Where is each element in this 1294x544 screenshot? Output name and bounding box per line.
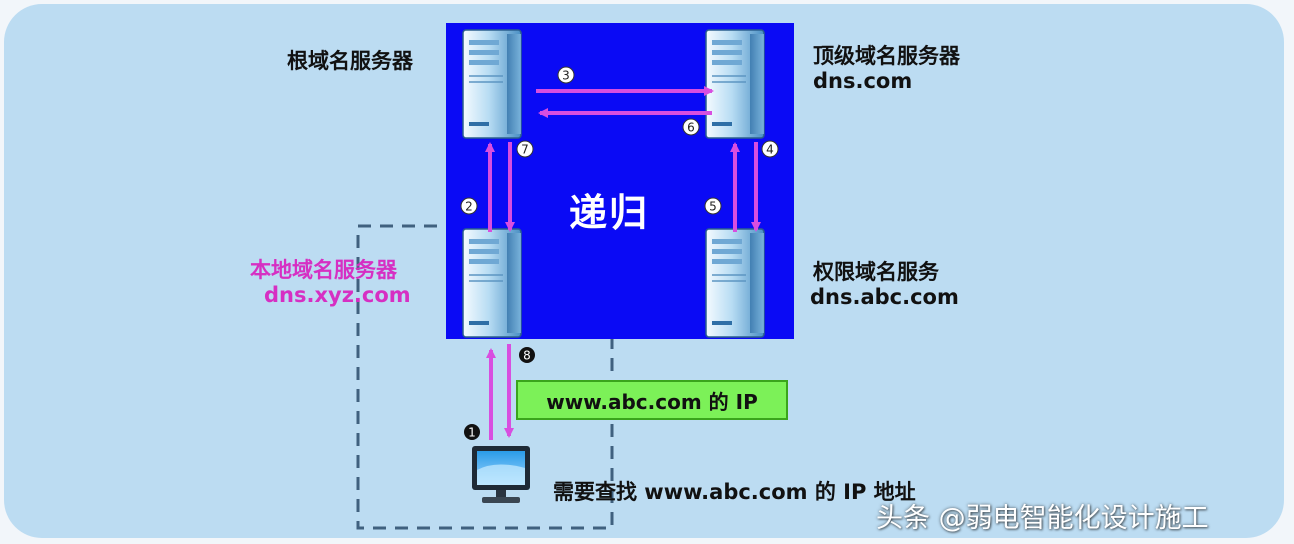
recursion-title: 递归: [569, 191, 650, 235]
watermark: 头条 @弱电智能化设计施工: [876, 503, 1209, 534]
step-marker-3: 3: [557, 66, 575, 84]
query-text: 需要查找 www.abc.com 的 IP 地址: [553, 480, 916, 504]
step-number-3: 3: [562, 69, 570, 83]
auth-server-label: 权限域名服务: [813, 260, 939, 284]
local-server-icon: [462, 228, 522, 338]
step-marker-8: 8: [519, 347, 535, 363]
step-number-7: 7: [521, 143, 529, 157]
step-marker-7: 7: [516, 140, 534, 158]
step-number-5: 5: [709, 200, 717, 214]
local-server-domain: dns.xyz.com: [264, 283, 411, 307]
step-number-2: 2: [465, 200, 473, 214]
step-number-6: 6: [687, 121, 695, 135]
step-marker-2: 2: [460, 197, 478, 215]
root-server-label: 根域名服务器: [287, 49, 413, 73]
auth-server-domain: dns.abc.com: [810, 285, 959, 309]
step-number-1: 1: [468, 426, 476, 440]
step-marker-6: 6: [682, 118, 700, 136]
step-marker-5: 5: [704, 197, 722, 215]
step-marker-4: 4: [761, 140, 779, 158]
tld-server-label: 顶级域名服务器: [813, 44, 960, 68]
local-server-label: 本地域名服务器: [250, 258, 397, 282]
step-number-4: 4: [766, 143, 774, 157]
local-area-dashed-border: [356, 224, 614, 530]
computer-icon: [472, 446, 530, 503]
auth-server-icon: [705, 228, 765, 338]
tld-server-domain: dns.com: [813, 69, 913, 93]
step-number-8: 8: [523, 349, 531, 363]
root-server-icon: [462, 29, 522, 139]
ip-result-box: www.abc.com 的 IP: [516, 380, 788, 420]
step-marker-1: 1: [464, 424, 480, 440]
tld-server-icon: [705, 29, 765, 139]
